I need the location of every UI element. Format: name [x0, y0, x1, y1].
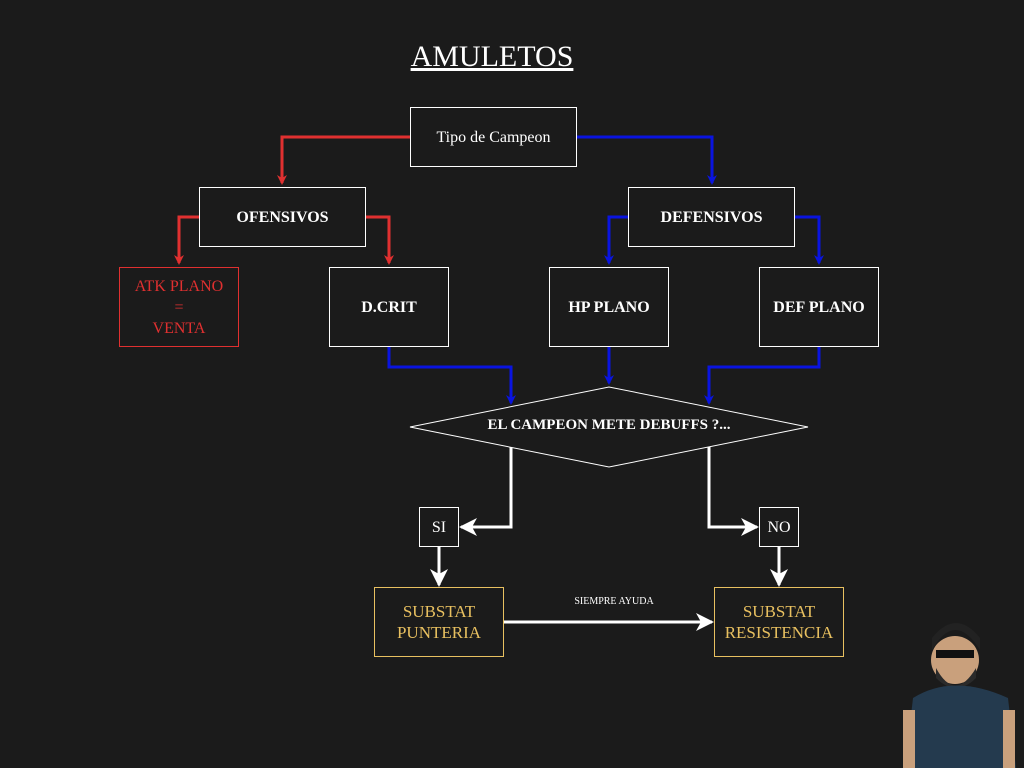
node-tipo-de-campeon: Tipo de Campeon — [410, 107, 577, 167]
arrow-defensivos-def — [795, 215, 824, 265]
arrow-decision-no — [707, 447, 759, 536]
arrow-defensivos-hp — [604, 215, 628, 265]
node-def-plano: DEF PLANO — [759, 267, 879, 347]
node-defensivos: DEFENSIVOS — [628, 187, 795, 247]
decision-diamond — [409, 386, 809, 468]
node-substat-punteria: SUBSTAT PUNTERIA — [374, 587, 504, 657]
person-illustration — [903, 623, 1016, 768]
arrow-root-ofensivos — [277, 135, 410, 185]
node-atk-plano: ATK PLANO = VENTA — [119, 267, 239, 347]
decision-label: EL CAMPEON METE DEBUFFS ?... — [487, 417, 731, 433]
node-si: SI — [419, 507, 459, 547]
punteria-line-2: PUNTERIA — [396, 623, 482, 642]
arrow-decision-si — [459, 447, 513, 536]
atk-line-3: VENTA — [152, 319, 206, 337]
arrow-root-defensivos — [577, 135, 717, 185]
arrow-ofensivos-dcrit — [366, 215, 394, 265]
diagram-title: AMULETOS — [410, 40, 574, 73]
node-dcrit: D.CRIT — [329, 267, 449, 347]
punteria-line-1: SUBSTAT — [402, 602, 476, 621]
resistencia-line-1: SUBSTAT — [742, 602, 816, 621]
resistencia-line-2: RESISTENCIA — [724, 623, 834, 642]
edge-label-siempre-ayuda: SIEMPRE AYUDA — [574, 596, 654, 607]
node-no: NO — [759, 507, 799, 547]
arrow-def-decision — [704, 347, 821, 405]
atk-line-2: = — [174, 298, 184, 316]
node-ofensivos: OFENSIVOS — [199, 187, 366, 247]
arrow-ofensivos-atk — [174, 215, 199, 265]
node-substat-resistencia: SUBSTAT RESISTENCIA — [714, 587, 844, 657]
arrow-dcrit-decision — [387, 347, 516, 405]
node-hp-plano: HP PLANO — [549, 267, 669, 347]
atk-line-1: ATK PLANO — [134, 277, 224, 295]
